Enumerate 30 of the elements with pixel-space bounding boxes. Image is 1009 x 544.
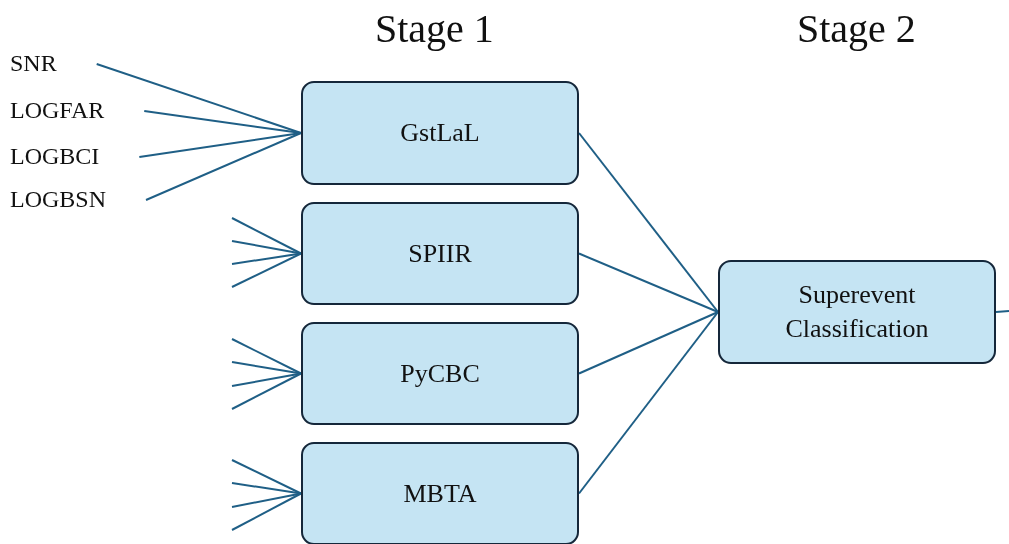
input-label: SNR: [10, 49, 57, 79]
connector-line: [231, 459, 302, 495]
input-label: LOGFAR: [10, 96, 105, 126]
connector-line: [578, 132, 719, 313]
connector-line: [95, 63, 302, 134]
connector-line: [231, 492, 302, 531]
process-box: [301, 322, 579, 425]
connector-line: [145, 132, 302, 201]
connector-line: [995, 310, 1009, 313]
box-label: PyCBC: [400, 357, 480, 390]
box-label: SPIIR: [408, 237, 472, 270]
connector-line: [578, 311, 719, 375]
box-label: MBTA: [403, 477, 477, 510]
connector-line: [231, 252, 302, 288]
box-label: Superevent Classification: [784, 279, 930, 345]
stage-heading: Stage 2: [797, 5, 916, 52]
connector-line: [231, 338, 302, 375]
process-box: [301, 442, 579, 544]
input-label: LOGBSN: [10, 185, 106, 215]
input-label: LOGBCI: [10, 142, 100, 172]
stage-heading: Stage 1: [375, 5, 494, 52]
process-box: [718, 260, 996, 364]
connector-line: [138, 132, 302, 158]
process-box: [301, 81, 579, 185]
process-box: [301, 202, 579, 305]
connector-line: [578, 311, 719, 495]
connector-line: [231, 217, 302, 255]
connector-line: [231, 372, 302, 410]
connector-line: [578, 252, 719, 313]
box-label: GstLaL: [400, 117, 480, 150]
